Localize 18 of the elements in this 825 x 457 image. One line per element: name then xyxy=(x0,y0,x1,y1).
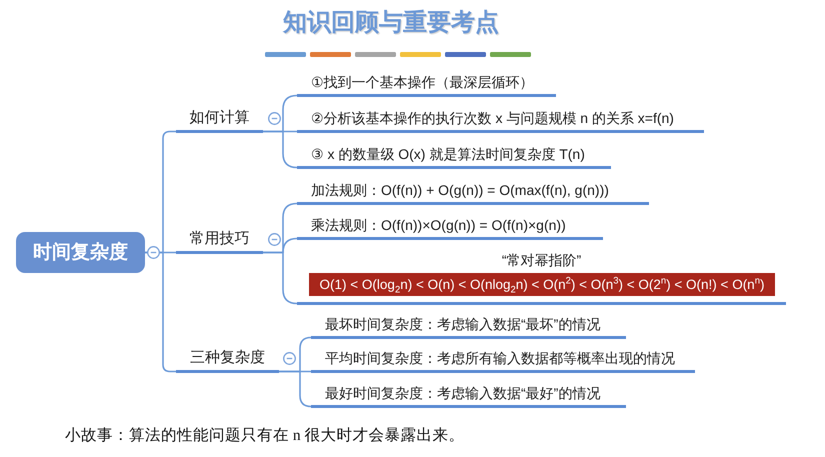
underlined-subtopic: ③ x 的数量级 O(x) 就是算法时间复杂度 T(n) xyxy=(297,143,611,169)
root-topic-box: 时间复杂度 xyxy=(16,232,145,273)
underlined-subtopic: ②分析该基本操作的执行次数 x 与问题规模 n 的关系 x=f(n) xyxy=(297,107,704,133)
underlined-subtopic: 最坏时间复杂度：考虑输入数据“最坏”的情况 xyxy=(311,313,626,339)
connector-line xyxy=(263,252,298,304)
underlined-subtopic: 乘法规则：O(f(n))×O(g(n)) = O(f(n)×g(n)) xyxy=(297,214,603,240)
underlined-topic: 常用技巧 xyxy=(176,227,263,254)
underlined-subtopic: 加法规则：O(f(n)) + O(g(n)) = O(max(f(n), g(n))) xyxy=(297,179,649,205)
formula-banner: O(1) < O(log$_{2}$n) < O(n) < O(nlog$_{2}$n) < O(n$^{2}$) < O(n$^{3}$) < O(2$^{n}$) < O(n!) < O(n$^{n}$) xyxy=(309,273,775,296)
underlined-topic: 三种复杂度 xyxy=(176,346,279,373)
underlined-topic: 如何计算 xyxy=(176,106,263,133)
title: 知识回顾与重要考点 xyxy=(282,8,500,38)
connector-line xyxy=(263,130,298,168)
underlined-subtopic: ①找到一个基本操作（最深层循环） xyxy=(297,71,556,97)
underlined-subtopic: 平均时间复杂度：考虑所有输入数据都等概率出现的情况 xyxy=(311,347,695,373)
caption-text: 小故事：算法的性能问题只有在 n 很大时才会暴露出来。 xyxy=(65,426,464,446)
underlined-subtopic: 最好时间复杂度：考虑输入数据“最好”的情况 xyxy=(311,382,626,408)
heading-text: “常对幂指阶” xyxy=(500,251,582,270)
